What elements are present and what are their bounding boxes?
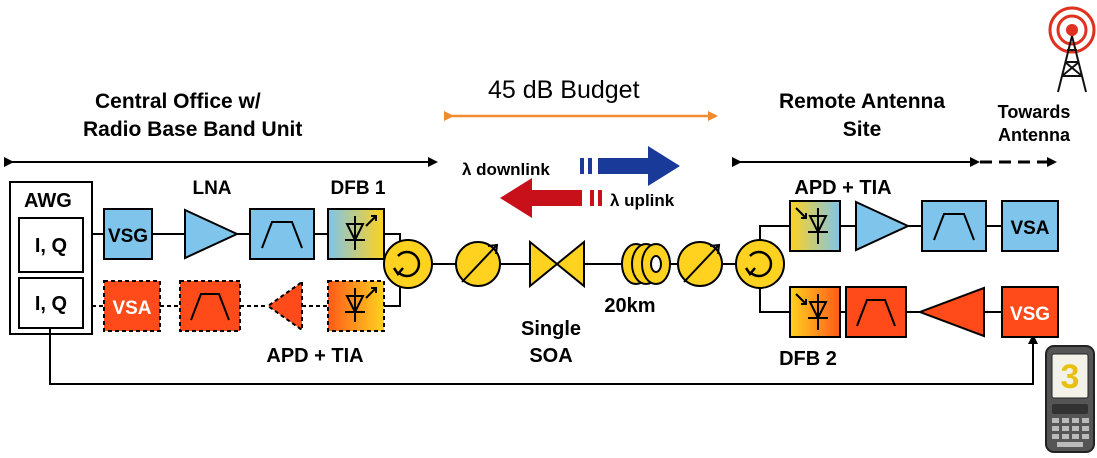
filter-icon — [845, 286, 907, 338]
filter-icon — [921, 200, 987, 252]
vsg-right-block: VSG — [1001, 286, 1059, 338]
remote-site-label-2: Site — [843, 118, 882, 141]
antenna-tower-icon — [1048, 6, 1096, 93]
vsa-left-block: VSA — [103, 280, 161, 332]
apd-tia-left-block — [327, 280, 385, 332]
vsa-right-label: VSA — [1010, 218, 1049, 239]
photodiode-icon — [345, 287, 377, 322]
photodiode-icon — [795, 293, 828, 330]
vsg-left-label: VSG — [108, 226, 148, 247]
circulator-icon — [735, 239, 785, 289]
svg-text:3: 3 — [1061, 358, 1080, 396]
dfb1-laser-block — [327, 208, 385, 260]
amplifier-icon — [184, 208, 240, 260]
downlink-arrow — [580, 146, 680, 186]
mobile-phone-icon: 3 — [1045, 345, 1095, 453]
amplifier-icon — [855, 200, 911, 252]
apd-tia-bottom-label: APD + TIA — [266, 345, 363, 367]
awg-label: AWG — [24, 190, 72, 212]
fiber-length-label: 20km — [604, 295, 655, 317]
dfb2-laser-block — [789, 286, 841, 338]
central-office-label-2: Radio Base Band Unit — [83, 118, 302, 141]
soa-icon — [529, 239, 585, 289]
central-office-label-1: Central Office w/ — [95, 90, 261, 113]
lna-label: LNA — [192, 178, 231, 199]
downlink-label: λ downlink — [462, 160, 550, 179]
dfb2-label: DFB 2 — [779, 348, 837, 370]
attenuator-icon — [455, 241, 501, 287]
awg-channel-2-label: I, Q — [35, 293, 67, 315]
fiber-spool-icon — [621, 243, 671, 285]
apd-tia-top-label: APD + TIA — [794, 177, 891, 199]
towards-antenna-label-2: Antenna — [998, 125, 1071, 145]
vsa-right-block: VSA — [1001, 200, 1059, 252]
dfb1-label: DFB 1 — [331, 178, 386, 199]
vsg-right-label: VSG — [1010, 304, 1050, 325]
amplifier-icon — [917, 286, 985, 338]
filter-icon — [249, 208, 315, 260]
budget-label: 45 dB Budget — [488, 76, 640, 104]
photodiode-icon — [795, 207, 828, 244]
vsa-left-label: VSA — [112, 298, 151, 319]
uplink-label: λ uplink — [610, 191, 675, 210]
remote-site-label-1: Remote Antenna — [779, 90, 945, 113]
awg-channel-1-label: I, Q — [35, 235, 67, 257]
awg-channel-2 — [18, 277, 84, 329]
amplifier-icon — [266, 280, 303, 332]
circulator-icon — [383, 239, 433, 289]
towards-antenna-label-1: Towards — [998, 102, 1071, 122]
apd-tia-right-block — [789, 200, 841, 252]
vsg-left-block: VSG — [103, 208, 153, 260]
soa-label-1: Single — [521, 318, 581, 340]
photodiode-icon — [345, 215, 377, 250]
soa-label-2: SOA — [529, 345, 572, 367]
attenuator-icon — [677, 241, 723, 287]
awg-channel-1 — [18, 217, 84, 273]
uplink-arrow — [500, 178, 602, 218]
filter-icon — [179, 280, 241, 332]
